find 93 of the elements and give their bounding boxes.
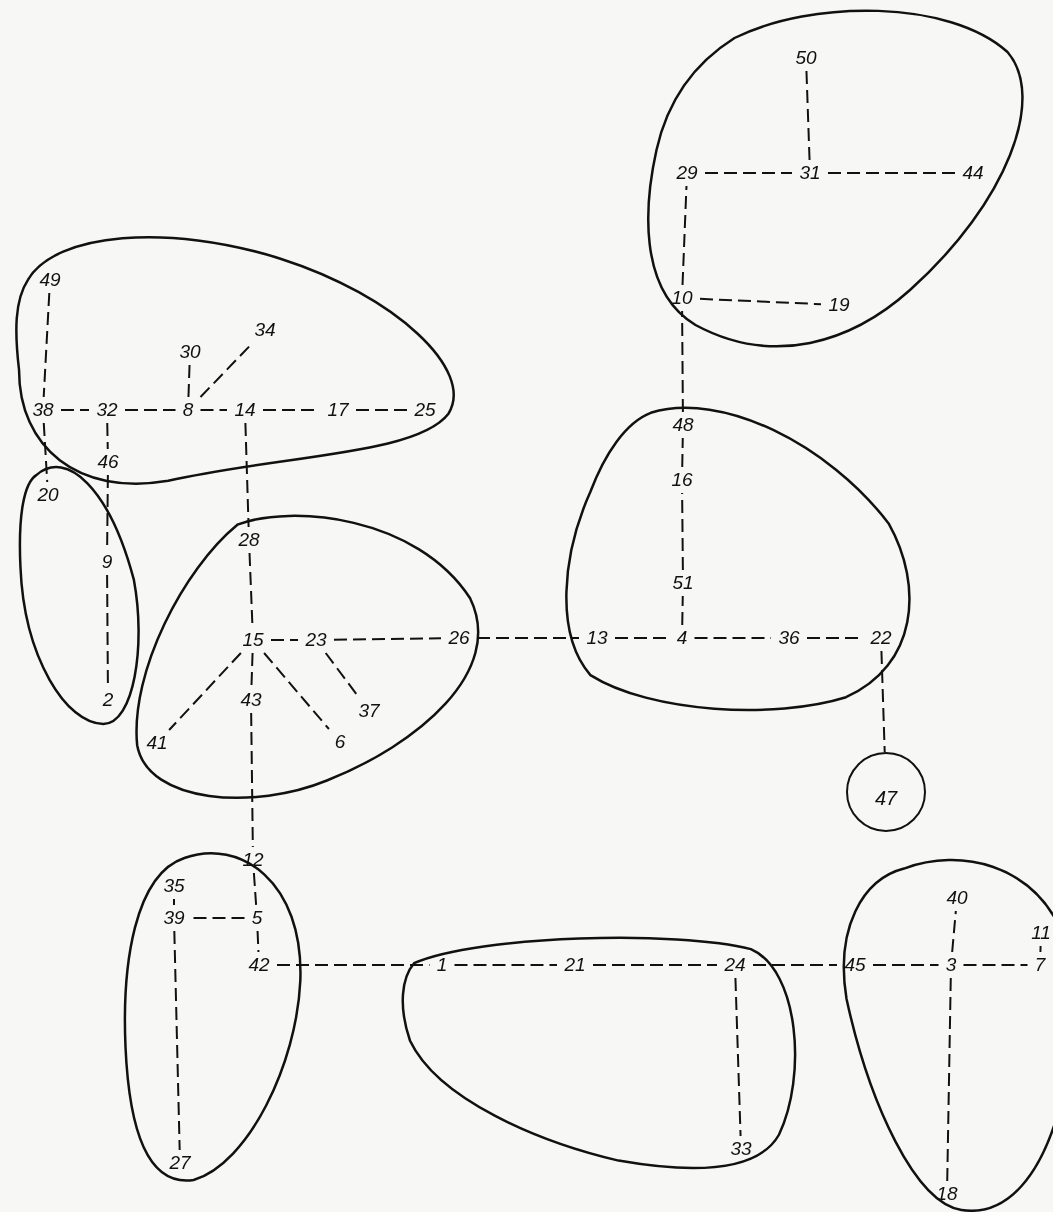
number-label: 35	[159, 875, 189, 897]
dashed-line	[191, 917, 246, 919]
dashed-line	[250, 652, 254, 688]
dashed-line	[60, 409, 90, 411]
number-label: 51	[668, 572, 698, 594]
dashed-line	[734, 977, 742, 1137]
number-label: 45	[840, 954, 870, 976]
dashed-line	[173, 930, 181, 1151]
number-label: 30	[175, 341, 205, 363]
number-label: 9	[97, 551, 117, 573]
dashed-line	[872, 964, 940, 966]
dashed-line	[252, 872, 258, 906]
number-label: 34	[250, 319, 280, 341]
number-label: 17	[323, 399, 353, 421]
dashed-line	[42, 292, 51, 398]
number-label: 21	[560, 954, 590, 976]
dashed-line	[752, 964, 838, 966]
dashed-line	[250, 712, 254, 848]
dashed-line	[704, 172, 793, 174]
circled-number: 47	[846, 752, 926, 832]
number-label: 26	[444, 627, 474, 649]
number-label: 49	[35, 269, 65, 291]
number-label: 1	[432, 954, 452, 976]
number-label: 4	[672, 627, 692, 649]
number-label: 37	[354, 700, 384, 722]
number-label: 7	[1030, 954, 1050, 976]
number-label: 33	[726, 1138, 756, 1160]
blob-outline	[398, 935, 799, 1170]
dashed-line	[681, 595, 684, 626]
dashed-line	[173, 898, 175, 906]
dashed-line	[453, 964, 558, 966]
dashed-line	[681, 185, 688, 286]
number-label: 5	[247, 907, 267, 929]
number-label: 39	[159, 907, 189, 929]
dashed-line	[355, 409, 408, 411]
number-label: 25	[410, 399, 440, 421]
number-label: 10	[667, 287, 697, 309]
dashed-line	[592, 964, 718, 966]
dashed-line	[270, 639, 299, 641]
number-label: 12	[238, 849, 268, 871]
number-label: 19	[824, 294, 854, 316]
dashed-line	[880, 650, 886, 753]
dashed-line	[106, 422, 109, 450]
number-label: 27	[165, 1152, 195, 1174]
number-label: 48	[668, 414, 698, 436]
number-label: 36	[774, 627, 804, 649]
number-label: 23	[301, 629, 331, 651]
dashed-line	[681, 492, 684, 571]
dashed-line	[962, 964, 1029, 966]
number-label: 6	[330, 731, 350, 753]
number-label: 28	[234, 529, 264, 551]
dashed-line	[168, 652, 242, 731]
dashed-line	[699, 297, 822, 306]
number-label: 44	[958, 162, 988, 184]
number-label: 24	[720, 954, 750, 976]
dashed-line	[1039, 945, 1042, 953]
dashed-line	[946, 977, 952, 1182]
number-label: 18	[932, 1183, 962, 1205]
number-label: 15	[238, 629, 268, 651]
dashed-line	[681, 310, 684, 413]
dashed-line	[276, 964, 431, 966]
number-label: 2	[98, 689, 118, 711]
dashed-line	[827, 172, 956, 174]
number-label: 42	[244, 954, 274, 976]
number-label: 50	[791, 47, 821, 69]
number-label: 16	[667, 469, 697, 491]
number-label: 22	[866, 627, 896, 649]
number-label: 3	[941, 954, 961, 976]
number-label: 46	[93, 451, 123, 473]
dashed-line	[805, 70, 811, 161]
number-label: 14	[230, 399, 260, 421]
dashed-line	[951, 910, 957, 953]
number-label: 11	[1026, 922, 1053, 944]
number-label: 32	[92, 399, 122, 421]
dashed-line	[476, 637, 580, 639]
dashed-line	[199, 409, 228, 411]
dashed-line	[124, 409, 177, 411]
number-label: 13	[582, 627, 612, 649]
number-label: 29	[672, 162, 702, 184]
number-label: 8	[178, 399, 198, 421]
dashed-line	[333, 637, 442, 641]
dashed-line	[187, 364, 191, 398]
number-label: 20	[33, 484, 63, 506]
number-label: 43	[236, 689, 266, 711]
number-label: 40	[942, 887, 972, 909]
dashed-line	[263, 652, 330, 730]
number-label: 38	[28, 399, 58, 421]
dashed-line	[42, 422, 49, 483]
dashed-line	[256, 930, 260, 953]
dashed-line	[681, 437, 684, 468]
dashed-line	[244, 422, 250, 528]
number-label: 31	[795, 162, 825, 184]
number-label: 41	[142, 732, 172, 754]
